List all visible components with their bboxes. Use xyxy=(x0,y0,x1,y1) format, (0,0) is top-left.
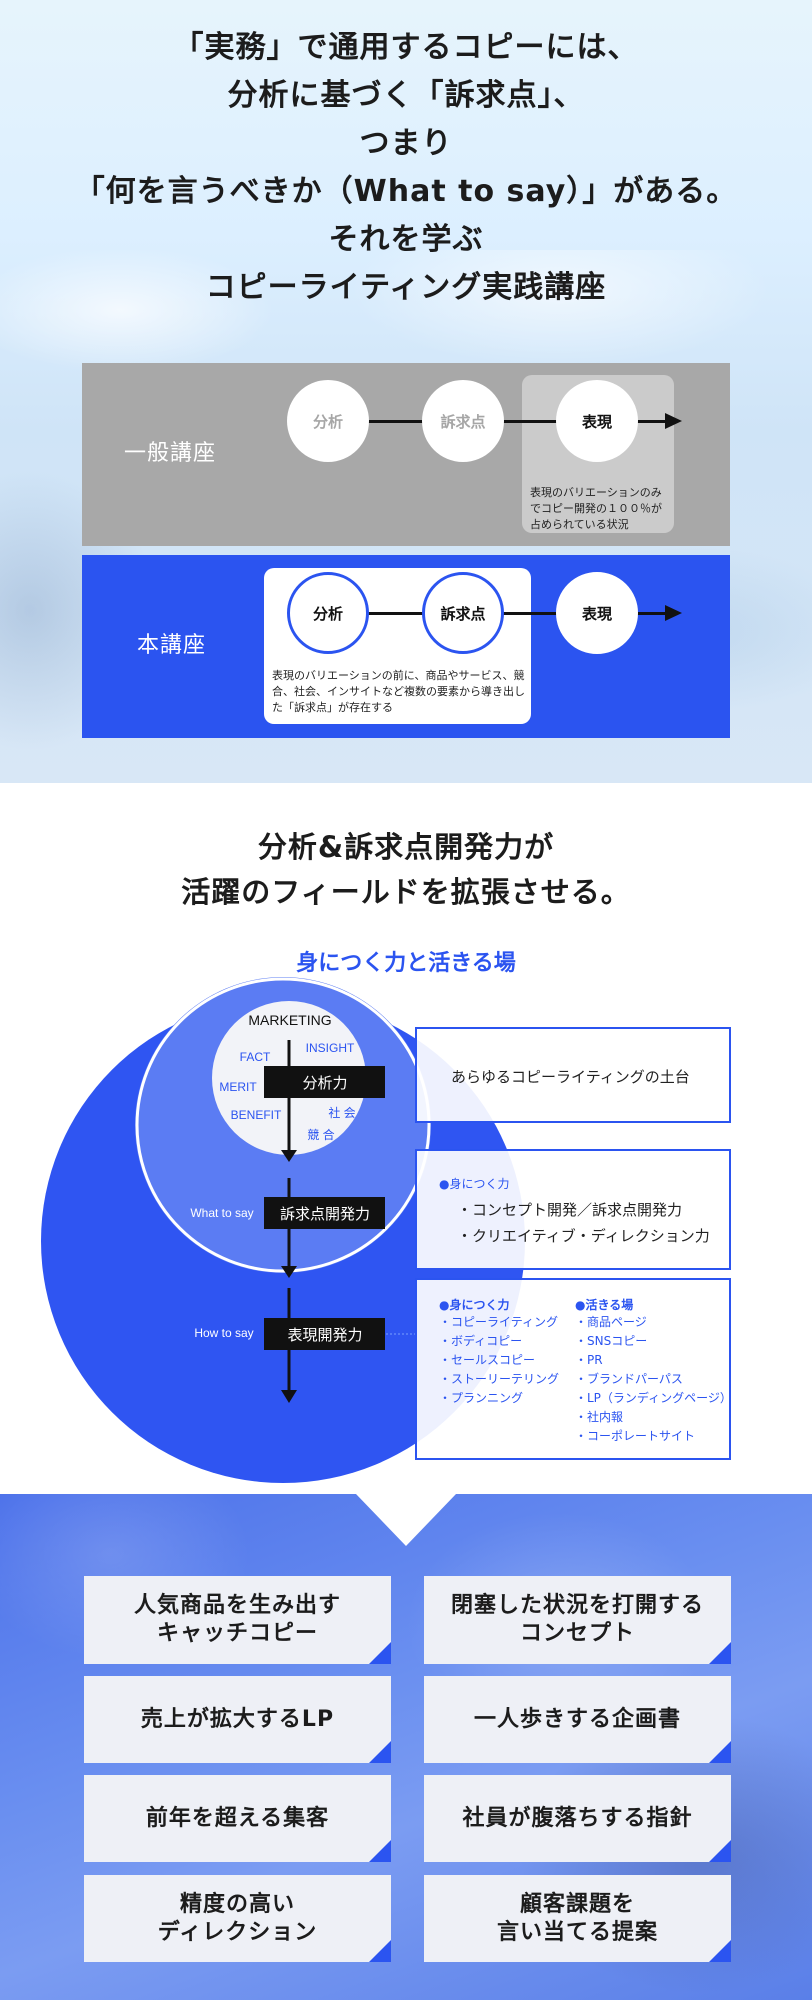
arrow-down-icon xyxy=(281,1390,297,1403)
outcome-card: 顧客課題を 言い当てる提案 xyxy=(424,1875,731,1962)
expression-skill-item: ・プランニング xyxy=(439,1391,524,1405)
arrow-down-icon xyxy=(281,1150,297,1162)
concept-skill-item: ・クリエイティブ・ディレクション力 xyxy=(457,1227,710,1245)
outcome-card: 一人歩きする企画書 xyxy=(424,1676,731,1763)
analysis-skill-box xyxy=(264,1066,385,1098)
skills-subtitle: 身につく力と活きる場 xyxy=(296,951,516,976)
field-item: ・PR xyxy=(575,1353,603,1367)
factor-benefit: BENEFIT xyxy=(231,1108,282,1122)
headline-line: それを学ぶ xyxy=(328,222,484,257)
field-item: ・コーポレートサイト xyxy=(575,1429,696,1443)
intro-section: 「実務」で通用するコピーには、 分析に基づく「訴求点」、 つまり 「何を言うべき… xyxy=(0,0,812,783)
factor-competition: 競 合 xyxy=(307,1127,334,1142)
expression-skill-item: ・ストーリーテリング xyxy=(439,1372,560,1386)
step-appeal-node: 訴求点 xyxy=(422,572,504,654)
step-expression-node: 表現 xyxy=(556,572,638,654)
outcomes-section: 人気商品を生み出す キャッチコピー 閉塞した状況を打開する コンセプト 売上が拡… xyxy=(0,1494,812,2000)
arrow-right-icon xyxy=(665,413,682,429)
how-to-say-label: How to say xyxy=(194,1326,253,1340)
skills-headline: 分析&訴求点開発力が 活躍のフィールドを拡張させる。 xyxy=(0,825,812,915)
outcome-card-text: 顧客課題を 言い当てる提案 xyxy=(496,1891,658,1945)
outcome-card-text: 売上が拡大するLP xyxy=(140,1706,335,1732)
expression-skills-key: ●身につく力 xyxy=(439,1298,510,1312)
outcome-card: 閉塞した状況を打開する コンセプト xyxy=(424,1576,731,1664)
outcome-card: 社員が腹落ちする指針 xyxy=(424,1775,731,1862)
step-expression-node: 表現 xyxy=(556,380,638,462)
headline-line: 分析に基づく「訴求点」、 xyxy=(227,78,585,113)
field-item: ・ブランドパーパス xyxy=(575,1372,683,1386)
outcome-card-text: 前年を超える集客 xyxy=(145,1805,330,1831)
outcome-card-text: 人気商品を生み出す キャッチコピー xyxy=(133,1593,341,1646)
expression-skill-item: ・コピーライティング xyxy=(439,1315,559,1329)
section-notch xyxy=(356,1494,456,1546)
main-course-panel: 本講座 表現のバリエーションの前に、商品やサービス、競合、社会、インサイトなど複… xyxy=(82,555,730,738)
what-to-say-label: What to say xyxy=(190,1206,253,1220)
skills-headline-line: 分析&訴求点開発力が xyxy=(257,830,555,864)
general-note-text: 表現のバリエーションのみでコピー開発の１００％が占められている状況 xyxy=(530,486,662,531)
middle-circle-ring xyxy=(135,977,431,1273)
step-analysis-node: 分析 xyxy=(287,380,369,462)
marketing-label: MARKETING xyxy=(248,1012,331,1028)
analysis-skill-label: 分析力 xyxy=(302,1074,347,1092)
expression-skill-item: ・ボディコピー xyxy=(439,1334,523,1348)
general-course-panel: 一般講座 表現のバリエーションのみでコピー開発の１００％が占められている状況 分… xyxy=(82,363,730,546)
arrow-right-icon xyxy=(665,605,682,621)
outcome-card-text: 一人歩きする企画書 xyxy=(473,1706,681,1732)
step-analysis-node: 分析 xyxy=(287,572,369,654)
expression-skills-box: ●身につく力 ・コピーライティング ・ボディコピー ・セールスコピー ・ストーリ… xyxy=(415,1278,732,1460)
expression-skill-box xyxy=(264,1318,385,1350)
main-course-label: 本講座 xyxy=(137,633,207,658)
field-item: ・LP（ランディングページ） xyxy=(575,1391,732,1405)
appeal-skill-box xyxy=(264,1197,385,1229)
foundation-box: あらゆるコピーライティングの土台 xyxy=(415,1027,731,1123)
outcome-card: 売上が拡大するLP xyxy=(84,1676,391,1763)
fields-key: ●活きる場 xyxy=(575,1298,634,1312)
factor-insight: INSIGHT xyxy=(306,1041,355,1055)
field-item: ・商品ページ xyxy=(575,1315,647,1329)
factor-fact: FACT xyxy=(240,1050,271,1064)
headline-line: つまり xyxy=(359,126,453,161)
outcome-card-text: 閉塞した状況を打開する コンセプト xyxy=(450,1593,704,1646)
field-item: ・SNSコピー xyxy=(575,1334,648,1348)
general-course-label: 一般講座 xyxy=(124,441,217,466)
skills-headline-line: 活躍のフィールドを拡張させる。 xyxy=(181,875,631,909)
concept-skills-key: ●身につく力 xyxy=(439,1177,510,1191)
arrow-down-icon xyxy=(281,1266,297,1278)
appeal-skill-label: 訴求点開発力 xyxy=(280,1205,370,1223)
outcome-card-text: 社員が腹落ちする指針 xyxy=(462,1805,693,1831)
main-note-text: 表現のバリエーションの前に、商品やサービス、競合、社会、インサイトなど複数の要素… xyxy=(272,669,525,714)
outcome-card: 前年を超える集客 xyxy=(84,1775,391,1862)
field-item: ・社内報 xyxy=(575,1410,624,1424)
outcome-card: 精度の高い ディレクション xyxy=(84,1875,391,1962)
expression-skill-label: 表現開発力 xyxy=(287,1326,362,1344)
headline-line: コピーライティング実践講座 xyxy=(205,270,607,305)
outcome-card-text: 精度の高い ディレクション xyxy=(157,1891,318,1945)
foundation-text: あらゆるコピーライティングの土台 xyxy=(451,1068,690,1086)
factor-society: 社 会 xyxy=(328,1105,355,1120)
skills-diagram: MARKETING FACT INSIGHT MERIT BENEFIT 社 会… xyxy=(41,977,525,1483)
step-appeal-node: 訴求点 xyxy=(422,380,504,462)
expression-skill-item: ・セールスコピー xyxy=(439,1353,536,1367)
headline-line: 「何を言うべきか（What to say）」がある。 xyxy=(74,174,738,209)
factor-merit: MERIT xyxy=(219,1080,257,1094)
concept-skill-item: ・コンセプト開発／訴求点開発力 xyxy=(457,1201,683,1219)
intro-headline: 「実務」で通用するコピーには、 分析に基づく「訴求点」、 つまり 「何を言うべき… xyxy=(0,24,812,312)
outcome-card: 人気商品を生み出す キャッチコピー xyxy=(84,1576,391,1664)
headline-line: 「実務」で通用するコピーには、 xyxy=(173,30,639,65)
concept-skills-box: ●身につく力 ・コンセプト開発／訴求点開発力 ・クリエイティブ・ディレクション力 xyxy=(415,1149,731,1270)
